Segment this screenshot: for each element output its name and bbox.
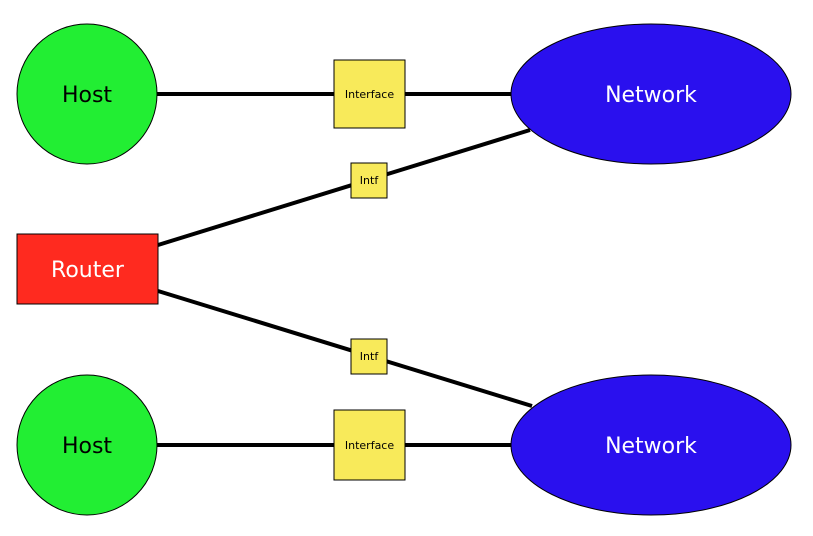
network-node-top[interactable]: Network (510, 23, 792, 165)
host-node-bottom[interactable]: Host (16, 374, 158, 516)
interface-rect (333, 59, 406, 129)
intf-rect (350, 338, 388, 375)
interface-rect (333, 409, 406, 481)
host-label: Host (62, 434, 112, 459)
host-circle (16, 374, 158, 516)
intf-rect (350, 162, 388, 199)
intf-box-upper[interactable]: Intf (350, 162, 388, 199)
router-node[interactable]: Router (16, 233, 159, 305)
interface-label: Interface (345, 439, 394, 452)
network-label: Network (605, 83, 697, 108)
interface-box-top[interactable]: Interface (333, 59, 406, 129)
router-rect (16, 233, 159, 305)
intf-box-lower[interactable]: Intf (350, 338, 388, 375)
host-circle (16, 23, 158, 165)
router-label: Router (51, 258, 125, 283)
interface-label: Interface (345, 88, 394, 101)
network-node-bottom[interactable]: Network (510, 374, 792, 516)
network-label: Network (605, 434, 697, 459)
host-node-top[interactable]: Host (16, 23, 158, 165)
network-ellipse (510, 374, 792, 516)
interface-box-bottom[interactable]: Interface (333, 409, 406, 481)
intf-label: Intf (360, 350, 380, 363)
network-ellipse (510, 23, 792, 165)
intf-label: Intf (360, 174, 380, 187)
host-label: Host (62, 83, 112, 108)
link-router-network-top (157, 128, 531, 247)
link-router-network-bottom (157, 289, 533, 408)
